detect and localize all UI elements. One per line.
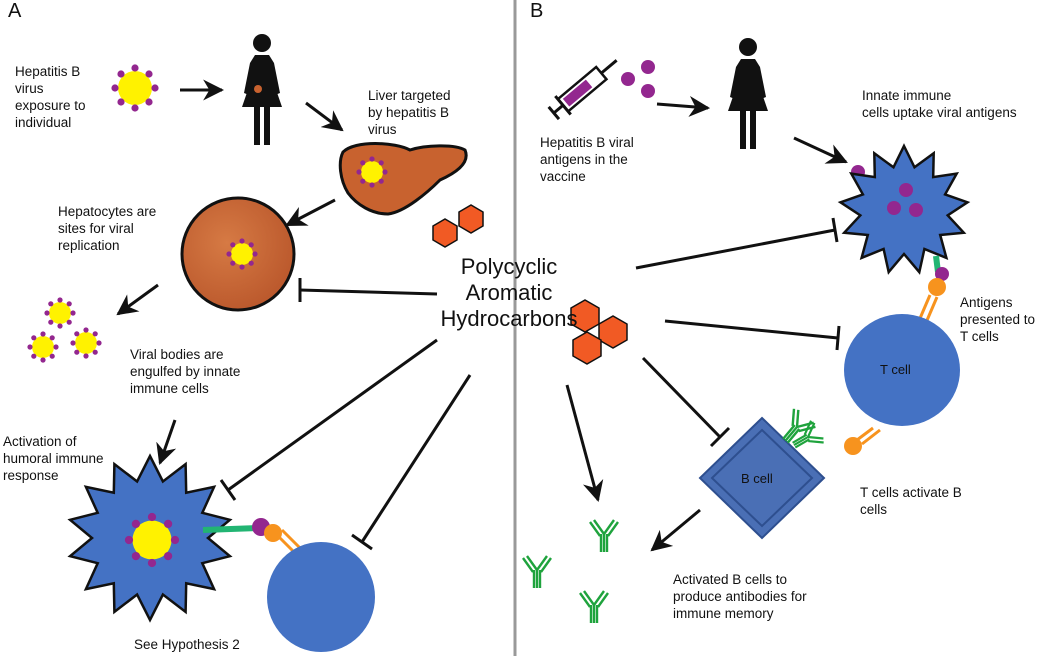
hbv-virus-icon bbox=[111, 64, 159, 112]
arrow-b-cell-to-antibodies bbox=[650, 508, 701, 552]
label-vaccine: Hepatitis B viral antigens in the vaccin… bbox=[540, 135, 634, 184]
inhibit-t-cell-a bbox=[351, 374, 472, 551]
arrow-to-viral-bodies bbox=[116, 283, 159, 316]
inhibit-b-cell bbox=[641, 356, 731, 448]
b-cell-label: B cell bbox=[741, 471, 773, 486]
arrow-to-hepatocyte bbox=[285, 198, 336, 227]
antibodies-icon bbox=[521, 518, 620, 625]
arrow-to-innate-b bbox=[793, 136, 848, 164]
label-hypothesis: See Hypothesis 2 bbox=[134, 637, 240, 652]
inhibit-t-cell-b bbox=[664, 319, 841, 351]
label-engulfed: Viral bodies are engulfed by innate immu… bbox=[130, 347, 241, 396]
arrow-to-humoral bbox=[156, 419, 177, 465]
pah-three-ring-icon bbox=[570, 299, 628, 365]
t-cell-b-link-icon bbox=[844, 426, 881, 455]
label-liver: Liver targeted by hepatitis B virus bbox=[368, 88, 451, 137]
pah-title: Polycyclic Aromatic Hydrocarbons bbox=[440, 254, 578, 331]
label-hepatocytes: Hepatocytes are sites for viral replicat… bbox=[58, 204, 157, 253]
label-presented: Antigens presented to T cells bbox=[960, 295, 1036, 344]
inhibit-hepatocyte bbox=[298, 278, 438, 302]
label-exposure: Hepatitis B virus exposure to individual bbox=[15, 64, 86, 130]
panel-a-letter: A bbox=[8, 0, 22, 22]
arrow-vaccine-to-individual bbox=[656, 96, 711, 117]
innate-immune-cell-b-icon bbox=[837, 143, 971, 281]
innate-immune-cell-a-icon bbox=[67, 453, 270, 623]
individual-a-icon bbox=[242, 34, 282, 145]
individual-b-icon bbox=[728, 38, 768, 149]
panel-b-letter: B bbox=[530, 0, 544, 22]
vaccine-antigens-icon bbox=[621, 60, 655, 98]
liver-icon bbox=[338, 142, 468, 216]
inhibit-innate-b bbox=[635, 217, 839, 270]
viral-bodies-icon bbox=[27, 297, 102, 363]
b-cell-icon: B cell bbox=[698, 416, 826, 540]
hepatocyte-icon bbox=[180, 196, 296, 312]
syringe-icon bbox=[547, 59, 618, 121]
inhibit-innate-a bbox=[219, 338, 438, 501]
arrow-pah-to-antibodies bbox=[565, 384, 604, 503]
label-antibodies: Activated B cells to produce antibodies … bbox=[673, 572, 807, 621]
label-humoral: Activation of humoral immune response bbox=[3, 434, 104, 483]
arrow-to-liver bbox=[305, 101, 344, 132]
pah-two-ring-icon bbox=[432, 204, 484, 248]
t-cell-b-label: T cell bbox=[880, 362, 911, 377]
label-innate: Innate immune cells uptake viral antigen… bbox=[862, 88, 1017, 120]
label-activate: T cells activate B cells bbox=[860, 485, 962, 517]
t-cell-a-icon bbox=[267, 542, 375, 652]
t-cell-b-icon bbox=[844, 314, 960, 426]
